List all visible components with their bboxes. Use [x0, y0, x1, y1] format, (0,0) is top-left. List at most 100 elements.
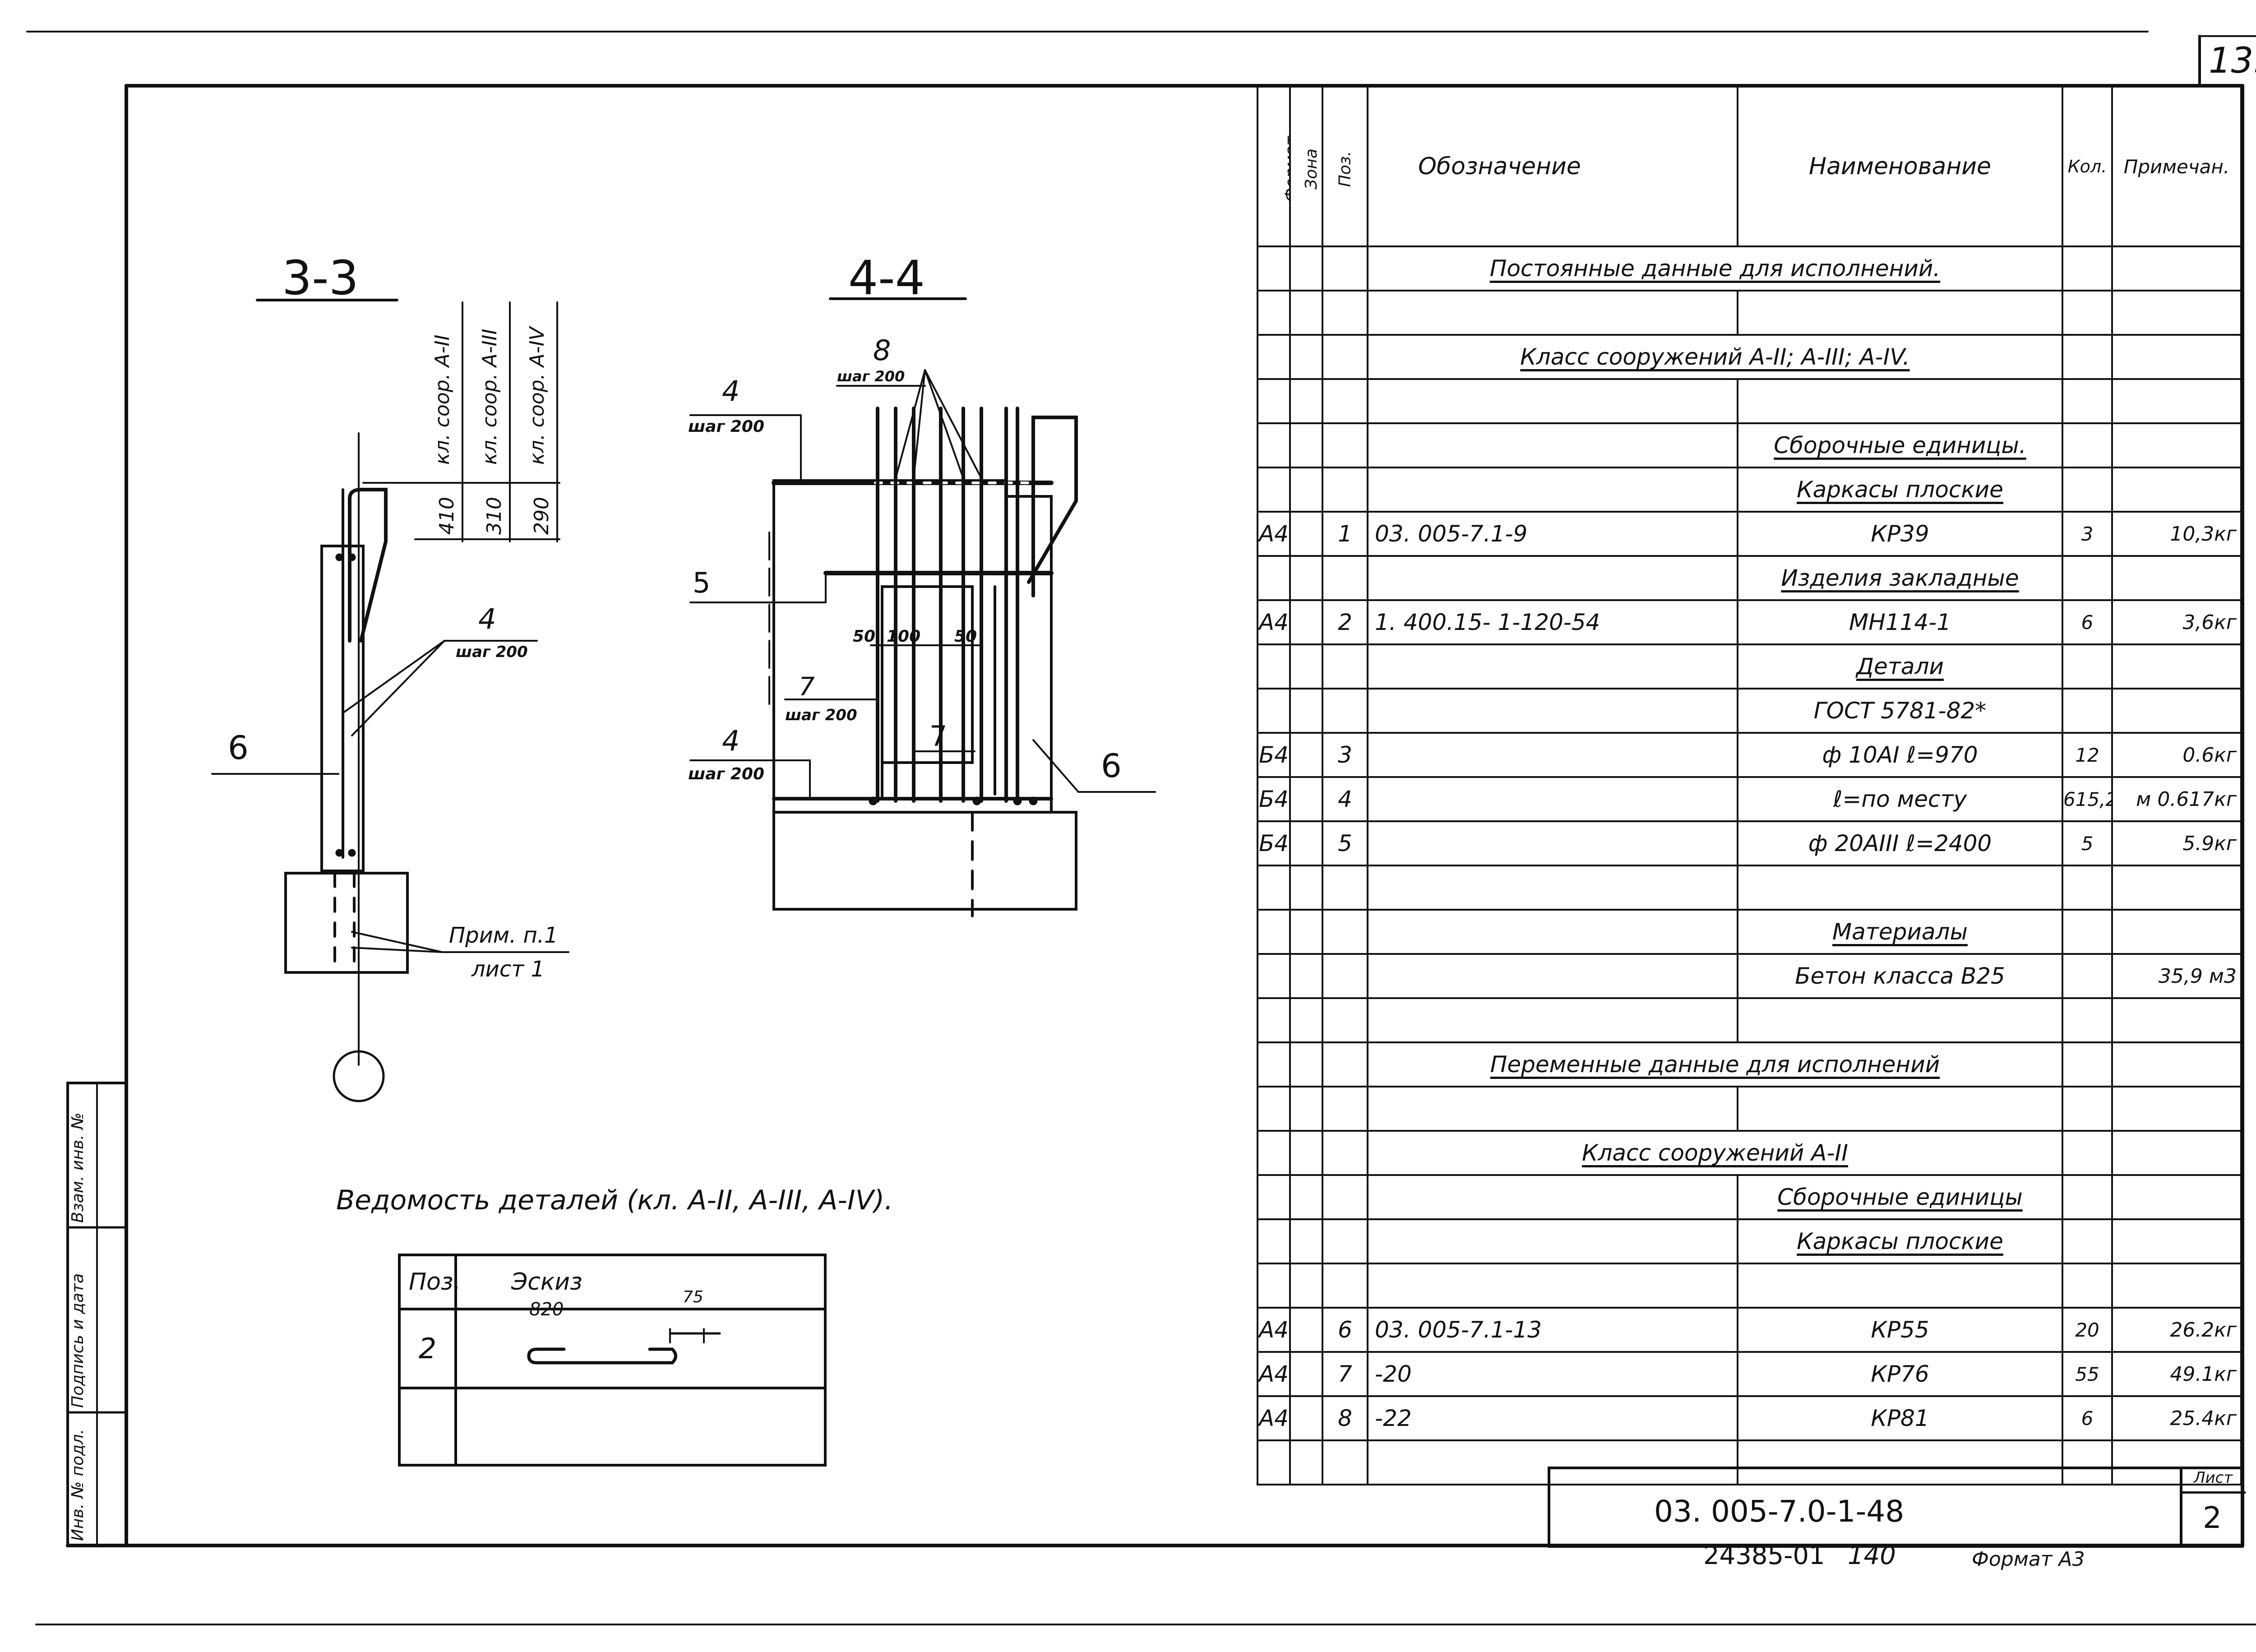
spec-cell-pos	[1322, 1263, 1368, 1309]
spec-row	[1257, 1439, 2242, 1485]
spec-cell-designation: -22	[1367, 1395, 1738, 1441]
spec-cell-note: 49.1кг	[2111, 1351, 2242, 1397]
spec-cell-designation: -20	[1367, 1351, 1738, 1397]
spec-cell-note	[2111, 1086, 2242, 1132]
spec-cell-note: 26.2кг	[2111, 1307, 2242, 1353]
spec-group-heading: Сборочные единицы	[1737, 1174, 2063, 1220]
spec-section-heading: Постоянные данные для исполнений.	[1367, 245, 2063, 292]
spec-cell-zone	[1289, 467, 1323, 513]
class-a4-label: кл. соор. А-IV	[526, 327, 549, 465]
spec-cell-qty: 5	[2062, 820, 2113, 866]
callout-7-center: 7	[929, 720, 948, 753]
spec-cell-qty: 55	[2062, 1351, 2113, 1397]
spec-row: Класс сооружений А-II	[1257, 1130, 2242, 1176]
spec-cell-name	[1737, 378, 2063, 424]
spec-cell-format: А4	[1257, 1307, 1291, 1353]
spec-cell-format	[1257, 555, 1291, 601]
spec-row: Постоянные данные для исполнений.	[1257, 245, 2242, 292]
spec-cell-note	[2111, 1174, 2242, 1220]
spec-cell-zone	[1289, 422, 1323, 468]
spec-cell-name: ГОСТ 5781-82*	[1737, 688, 2063, 734]
spec-cell-zone	[1289, 599, 1323, 645]
spec-group-heading: Изделия закладные	[1737, 555, 2063, 601]
spec-cell-designation: 03. 005-7.1-9	[1367, 511, 1738, 557]
spec-cell-designation	[1367, 732, 1738, 778]
spec-cell-qty	[2062, 909, 2113, 955]
spec-cell-pos	[1322, 467, 1368, 513]
spec-cell-note	[2111, 1439, 2242, 1485]
callout-8-step: шаг 200	[837, 368, 905, 385]
spec-header-designation: Обозначение	[1367, 86, 1738, 247]
spec-cell-zone	[1289, 378, 1323, 424]
height-290: 290	[530, 497, 553, 535]
callout-4-top: 4	[722, 375, 740, 407]
spec-cell-format	[1257, 1439, 1291, 1485]
spec-header-qty: Кол.	[2062, 86, 2113, 247]
spec-cell-name	[1737, 290, 2063, 336]
spec-cell-designation	[1367, 688, 1738, 734]
spec-cell-name: КР81	[1737, 1395, 2063, 1441]
spec-cell-note	[2111, 1218, 2242, 1264]
spec-group-heading: Каркасы плоские	[1737, 1218, 2063, 1264]
spec-cell-zone	[1289, 909, 1323, 955]
spec-cell-designation	[1367, 997, 1738, 1043]
sidebar-replacement-label: Взам. инв. №	[69, 1112, 87, 1223]
spec-cell-qty	[2062, 422, 2113, 468]
spec-cell-pos: 5	[1322, 820, 1368, 866]
spec-cell-note: 3,6кг	[2111, 599, 2242, 645]
spec-cell-qty	[2062, 865, 2113, 911]
spec-cell-designation: 03. 005-7.1-13	[1367, 1307, 1738, 1353]
spec-section-heading: Класс сооружений А-II	[1367, 1130, 2063, 1176]
spec-cell-qty	[2062, 1439, 2113, 1485]
spec-cell-format: А4	[1257, 1395, 1291, 1441]
spec-cell-format: А4	[1257, 1351, 1291, 1397]
spec-cell-pos	[1322, 865, 1368, 911]
spec-cell-pos	[1322, 290, 1368, 336]
spec-cell-zone	[1289, 1041, 1323, 1087]
spec-cell-pos: 7	[1322, 1351, 1368, 1397]
spec-cell-pos	[1322, 643, 1368, 689]
spec-cell-qty	[2062, 378, 2113, 424]
spec-cell-note	[2111, 997, 2242, 1043]
spec-cell-zone	[1289, 1218, 1323, 1264]
spec-cell-format	[1257, 1263, 1291, 1309]
spec-cell-format	[1257, 997, 1291, 1043]
spec-cell-format	[1257, 1218, 1291, 1264]
page-number: 139	[2209, 41, 2256, 81]
spec-cell-zone	[1289, 643, 1323, 689]
callout-4: 4	[478, 602, 496, 635]
spec-cell-pos	[1322, 909, 1368, 955]
spec-header-name: Наименование	[1737, 86, 2063, 247]
spec-cell-pos: 1	[1322, 511, 1368, 557]
sidebar-signature-label: Подпись и дата	[69, 1273, 87, 1408]
spec-cell-designation	[1367, 820, 1738, 866]
callout-4-bottom: 4	[722, 724, 740, 757]
spec-cell-note	[2111, 422, 2242, 468]
spec-cell-qty	[2062, 290, 2113, 336]
spec-cell-format: Б4	[1257, 776, 1291, 822]
spec-cell-note	[2111, 1263, 2242, 1309]
spec-cell-designation	[1367, 1174, 1738, 1220]
spec-cell-pos: 2	[1322, 599, 1368, 645]
spec-row: Материалы	[1257, 909, 2242, 955]
spec-cell-pos	[1322, 1174, 1368, 1220]
callout-7-left: 7	[799, 672, 815, 702]
class-a2-label: кл. соор. А-II	[431, 334, 454, 465]
spec-cell-designation	[1367, 1218, 1738, 1264]
spec-cell-designation	[1367, 467, 1738, 513]
spec-cell-pos	[1322, 1218, 1368, 1264]
spec-cell-format	[1257, 953, 1291, 999]
spec-cell-qty	[2062, 1218, 2113, 1264]
spec-cell-qty	[2062, 643, 2113, 689]
spec-row: Каркасы плоские	[1257, 467, 2242, 513]
spec-row	[1257, 865, 2242, 911]
spec-cell-zone	[1289, 1395, 1323, 1441]
spec-cell-format	[1257, 1041, 1291, 1087]
height-410: 410	[435, 497, 458, 535]
spec-cell-qty	[2062, 953, 2113, 999]
spec-cell-qty	[2062, 1130, 2113, 1176]
